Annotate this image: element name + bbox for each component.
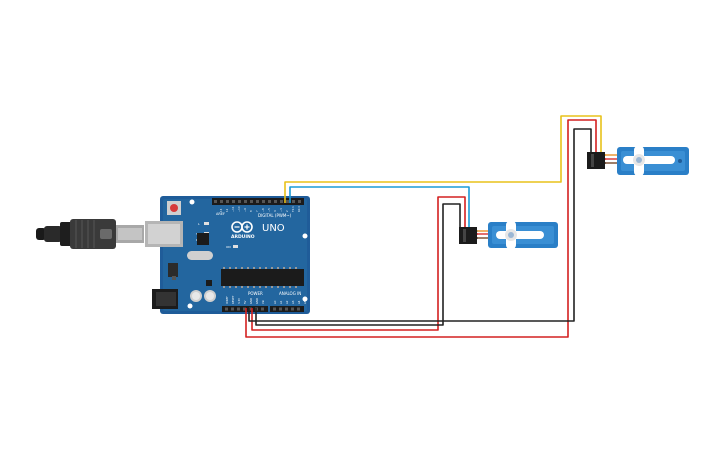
power-pin-label: Vin — [261, 300, 265, 304]
power-pin-label: GND — [255, 298, 259, 304]
analog-pin-label: A4 — [297, 300, 301, 304]
aref-label: AREF — [216, 212, 225, 216]
power-pin-label: 5V — [243, 300, 247, 304]
led-l-label: L — [198, 222, 200, 226]
digital-pin-label: 2 — [285, 210, 289, 212]
power-pin-label: 3.3V — [237, 298, 241, 304]
analog-pin-label: A3 — [291, 300, 295, 304]
atmega-chip — [221, 269, 304, 286]
digital-pin-label: TX 1 — [291, 206, 295, 212]
digital-pin-label: 8 — [249, 210, 253, 212]
digital-pin-label: ~11 — [231, 206, 235, 212]
servo-motor-2[interactable] — [587, 146, 689, 176]
digital-pin-label: 13 — [219, 208, 223, 212]
arduino-uno-board[interactable]: AREF DIGITAL (PWM~) UNO ARDUINO L TX RX … — [145, 196, 310, 314]
wire-signal-servo-1 — [289, 186, 478, 232]
usb-chip — [197, 233, 209, 245]
analog-pin-label: A0 — [273, 300, 277, 304]
arduino-logo — [231, 221, 253, 233]
digital-pin-label: 7 — [255, 210, 259, 212]
usb-icon — [100, 229, 112, 239]
led-on-label: ON — [226, 245, 231, 249]
servo-2-connector — [587, 152, 605, 169]
servo-1-horn — [496, 231, 544, 239]
analog-pin-label: A5 — [303, 300, 307, 304]
power-pin-label: IOREF — [225, 296, 229, 304]
servo-1-connector — [459, 227, 477, 244]
digital-pin-label: 4 — [273, 210, 277, 212]
digital-pin-label: RX 0 — [297, 206, 301, 212]
digital-pin-label: ~3 — [279, 208, 283, 212]
analog-header-label: ANALOG IN — [279, 291, 301, 296]
usb-cable[interactable] — [36, 219, 144, 249]
crystal — [187, 251, 213, 260]
brand-label: ARDUINO — [231, 234, 255, 240]
wire-signal-servo-2 — [284, 115, 606, 203]
power-pin-label: GND — [249, 298, 253, 304]
power-header-label: POWER — [248, 291, 263, 296]
model-label: UNO — [262, 223, 285, 234]
digital-pin-label: ~6 — [261, 208, 265, 212]
servo-2-horn — [623, 156, 675, 164]
digital-pin-label: 12 — [225, 208, 229, 212]
servo-motor-1[interactable] — [459, 221, 558, 249]
power-pin-label: RESET — [231, 295, 235, 304]
digital-pin-label: ~9 — [243, 208, 247, 212]
digital-pin-label: ~5 — [267, 208, 271, 212]
analog-pin-label: A2 — [285, 300, 289, 304]
analog-pin-label: A1 — [279, 300, 283, 304]
digital-header-label: DIGITAL (PWM~) — [258, 213, 292, 218]
digital-pin-label: ~10 — [237, 206, 241, 212]
